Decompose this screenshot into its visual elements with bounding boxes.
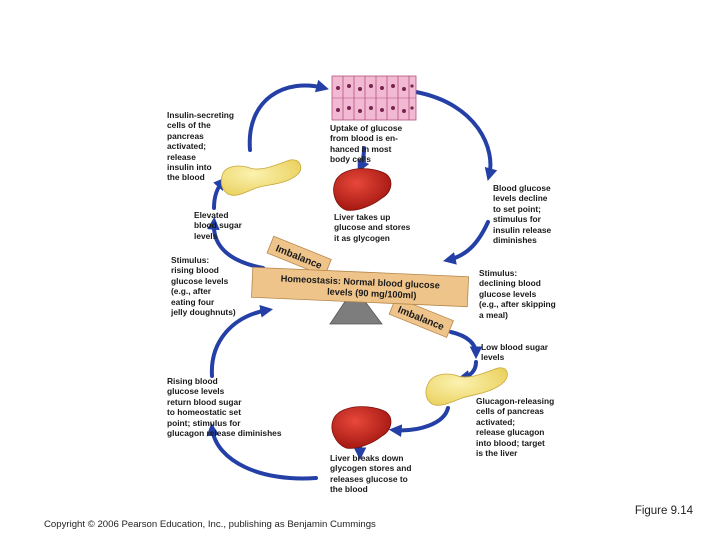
pancreas-bottom-illustration xyxy=(425,367,508,406)
copyright-notice: Copyright © 2006 Pearson Education, Inc.… xyxy=(44,519,376,530)
seesaw-fulcrum xyxy=(329,299,383,325)
arrow-pancreas-to-liver xyxy=(388,406,450,438)
label-uptake: Uptake of glucose from blood is en- hanc… xyxy=(330,123,403,165)
beam-line-2: levels (90 mg/100ml) xyxy=(327,287,417,301)
label-stimulus-rising: Stimulus: rising blood glucose levels (e… xyxy=(171,255,236,318)
arrow-uptake-to-liver xyxy=(357,146,370,173)
arrow-declining-to-low xyxy=(449,330,483,360)
liver-top-illustration xyxy=(333,168,392,211)
arrows xyxy=(206,79,498,481)
pancreas-top-illustration xyxy=(220,159,302,196)
arrow-pancreas-to-uptake xyxy=(247,79,329,152)
label-low-sugar: Low blood sugar levels xyxy=(481,342,548,363)
label-rising-return: Rising blood glucose levels return blood… xyxy=(167,376,282,439)
label-insulin-secreting: Insulin-secreting cells of the pancreas … xyxy=(167,110,235,183)
label-elevated: Elevated blood sugar levels xyxy=(194,210,242,241)
arrow-top-to-decline xyxy=(414,90,498,181)
label-blood-glucose-decline: Blood glucose levels decline to set poin… xyxy=(493,183,552,246)
label-glucagon-releasing: Glucagon-releasing cells of pancreas act… xyxy=(476,396,555,459)
arrow-low-to-pancreas xyxy=(457,360,478,383)
body-cells-illustration xyxy=(331,75,417,121)
label-liver-takes-up: Liver takes up glucose and stores it as … xyxy=(334,212,411,243)
arrow-rising-to-elevated xyxy=(207,216,265,270)
figure-label: Figure 9.14 xyxy=(634,505,693,517)
homeostasis-beam: Homeostasis: Normal blood glucose levels… xyxy=(251,266,470,308)
arrow-rising-to-seesaw xyxy=(209,304,274,378)
liver-bottom-illustration xyxy=(331,406,392,449)
label-liver-breaks-down: Liver breaks down glycogen stores and re… xyxy=(330,453,412,495)
label-stimulus-declining: Stimulus: declining blood glucose levels… xyxy=(479,268,556,320)
arrow-bottom-to-rising xyxy=(206,422,318,481)
arrow-decline-to-seesaw xyxy=(443,220,490,265)
